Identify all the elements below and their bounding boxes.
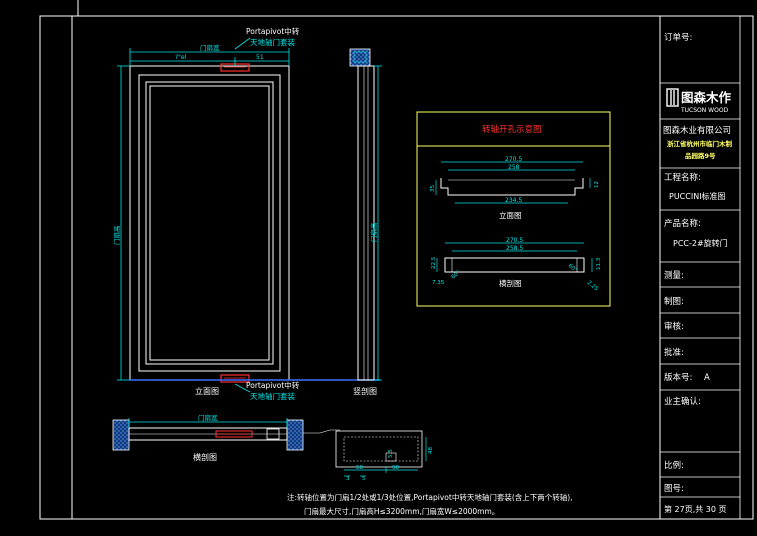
- detail-title: 转轴开孔示意图: [482, 124, 542, 135]
- approve-label: 批准:: [664, 347, 684, 358]
- sect-dim-top1: 270.5: [506, 237, 523, 244]
- sect-dim-top2: 258.5: [506, 245, 523, 252]
- drawing-label: 制图:: [664, 296, 684, 307]
- front-dim-left: ?"el: [175, 54, 187, 61]
- elev-dim-bottom: 234.5: [505, 197, 522, 204]
- door-outline: [129, 65, 290, 381]
- plan-caption: 横剖图: [193, 452, 217, 462]
- plan-section: 门扇宽 横剖图 3 5 50 90 48 5.5: [112, 413, 434, 482]
- product-label: 产品名称:: [664, 218, 701, 229]
- top-frame-section: [349, 48, 371, 67]
- elev-dim-top2: 258: [508, 164, 520, 171]
- top-hinge-label-1: Portapivot中转: [246, 26, 300, 36]
- elev-dim-right: 12: [594, 181, 600, 188]
- order-no-label: 订单号:: [664, 32, 692, 43]
- version-label: 版本号:: [664, 372, 692, 383]
- side-view-caption: 竖剖图: [353, 386, 377, 396]
- detail-frame: [416, 111, 611, 307]
- side-view: 门扇高 竖剖图: [349, 48, 382, 396]
- logo-subtext: TUCSON WOOD: [680, 107, 729, 114]
- plan-dim-b: 5: [362, 476, 366, 482]
- plan-right-frame: [286, 419, 304, 451]
- pivot-detail: 转轴开孔示意图 270.5 258 234.5 35 12 立面图: [416, 111, 611, 307]
- front-view-caption: 立面图: [195, 386, 219, 396]
- top-hinge-label-2: 天地轴门套装: [250, 37, 295, 47]
- plan-dim-d: 90: [392, 465, 399, 471]
- owner-confirm-label: 业主确认:: [664, 396, 701, 407]
- side-height-label: 门扇高: [369, 222, 378, 242]
- page-info: 第 27页,共 30 页: [664, 504, 727, 514]
- note-line-1: 注:转轴位置为门扇1/2处或1/3处位置,Portapivot中转天地轴门套装(…: [287, 492, 573, 502]
- sect-angle-left: 60°: [450, 270, 462, 281]
- logo-text: 图森木作: [681, 90, 732, 105]
- plan-dim-e: 48: [428, 447, 434, 454]
- version-value: A: [704, 373, 710, 383]
- review-label: 审核:: [664, 321, 684, 332]
- title-block-text: 订单号: 图森木作 TUCSON WOOD 图森木业有限公司 浙江省杭州市临门木…: [663, 32, 733, 514]
- sect-dim-right: 11.3: [596, 257, 602, 270]
- sect-dim-br: 2.25: [586, 280, 600, 293]
- plan-dim-f: 5.5: [388, 449, 394, 458]
- elev-caption: 立面图: [499, 210, 522, 220]
- plan-dim-a: 3: [346, 476, 350, 482]
- elev-dim-left: 35: [430, 185, 436, 192]
- front-width-label: 门扇宽: [200, 43, 220, 52]
- bottom-hinge-label-1: Portapivot中转: [246, 380, 300, 390]
- drawing-no-label: 图号:: [664, 484, 684, 494]
- company-address-2: 品园路9号: [685, 151, 716, 160]
- sect-caption: 横剖图: [499, 278, 522, 288]
- company-address-1: 浙江省杭州市临门木制: [667, 139, 733, 148]
- pivot-section-profile: [444, 257, 585, 273]
- title-block-grid: [659, 15, 741, 520]
- project-value: PUCCINI标准图: [669, 191, 726, 201]
- plan-dim-c: 50: [356, 465, 363, 471]
- plan-pivot-hinge: [215, 430, 253, 438]
- sect-dim-bl: 7.35: [432, 280, 445, 286]
- company-name: 图森木业有限公司: [663, 125, 731, 136]
- pivot-elevation-profile: [440, 178, 584, 196]
- sect-dim-left: 22.5: [431, 256, 437, 269]
- plan-detail-box: [335, 430, 423, 468]
- elev-dim-top1: 270.5: [505, 156, 522, 163]
- logo-icon: [666, 88, 679, 107]
- product-value: PCC-2#旋转门: [673, 238, 728, 248]
- note-line-2: 门扇最大尺寸,门扇高H≤3200mm,门扇宽W≤2000mm。: [304, 506, 499, 516]
- bottom-hinge-label-2: 天地轴门套装: [250, 391, 295, 401]
- sheet-border: [39, 0, 754, 520]
- plan-left-frame: [112, 419, 130, 451]
- front-dimensions: [117, 37, 290, 393]
- front-height-label: 门扇高: [112, 225, 121, 245]
- bottom-pivot-hinge: [220, 374, 250, 383]
- front-view: 门扇宽 ?"el 51 门扇高 Portapivot中转 天地轴门套装 Port…: [112, 26, 380, 401]
- scale-label: 比例:: [664, 460, 684, 471]
- measure-label: 测量:: [664, 271, 684, 281]
- front-dim-right: 51: [256, 54, 264, 61]
- project-label: 工程名称:: [664, 172, 701, 183]
- sect-angle-right: 60°: [567, 263, 579, 274]
- plan-width-label: 门扇宽: [198, 413, 218, 422]
- door-leaf-section: [357, 65, 375, 381]
